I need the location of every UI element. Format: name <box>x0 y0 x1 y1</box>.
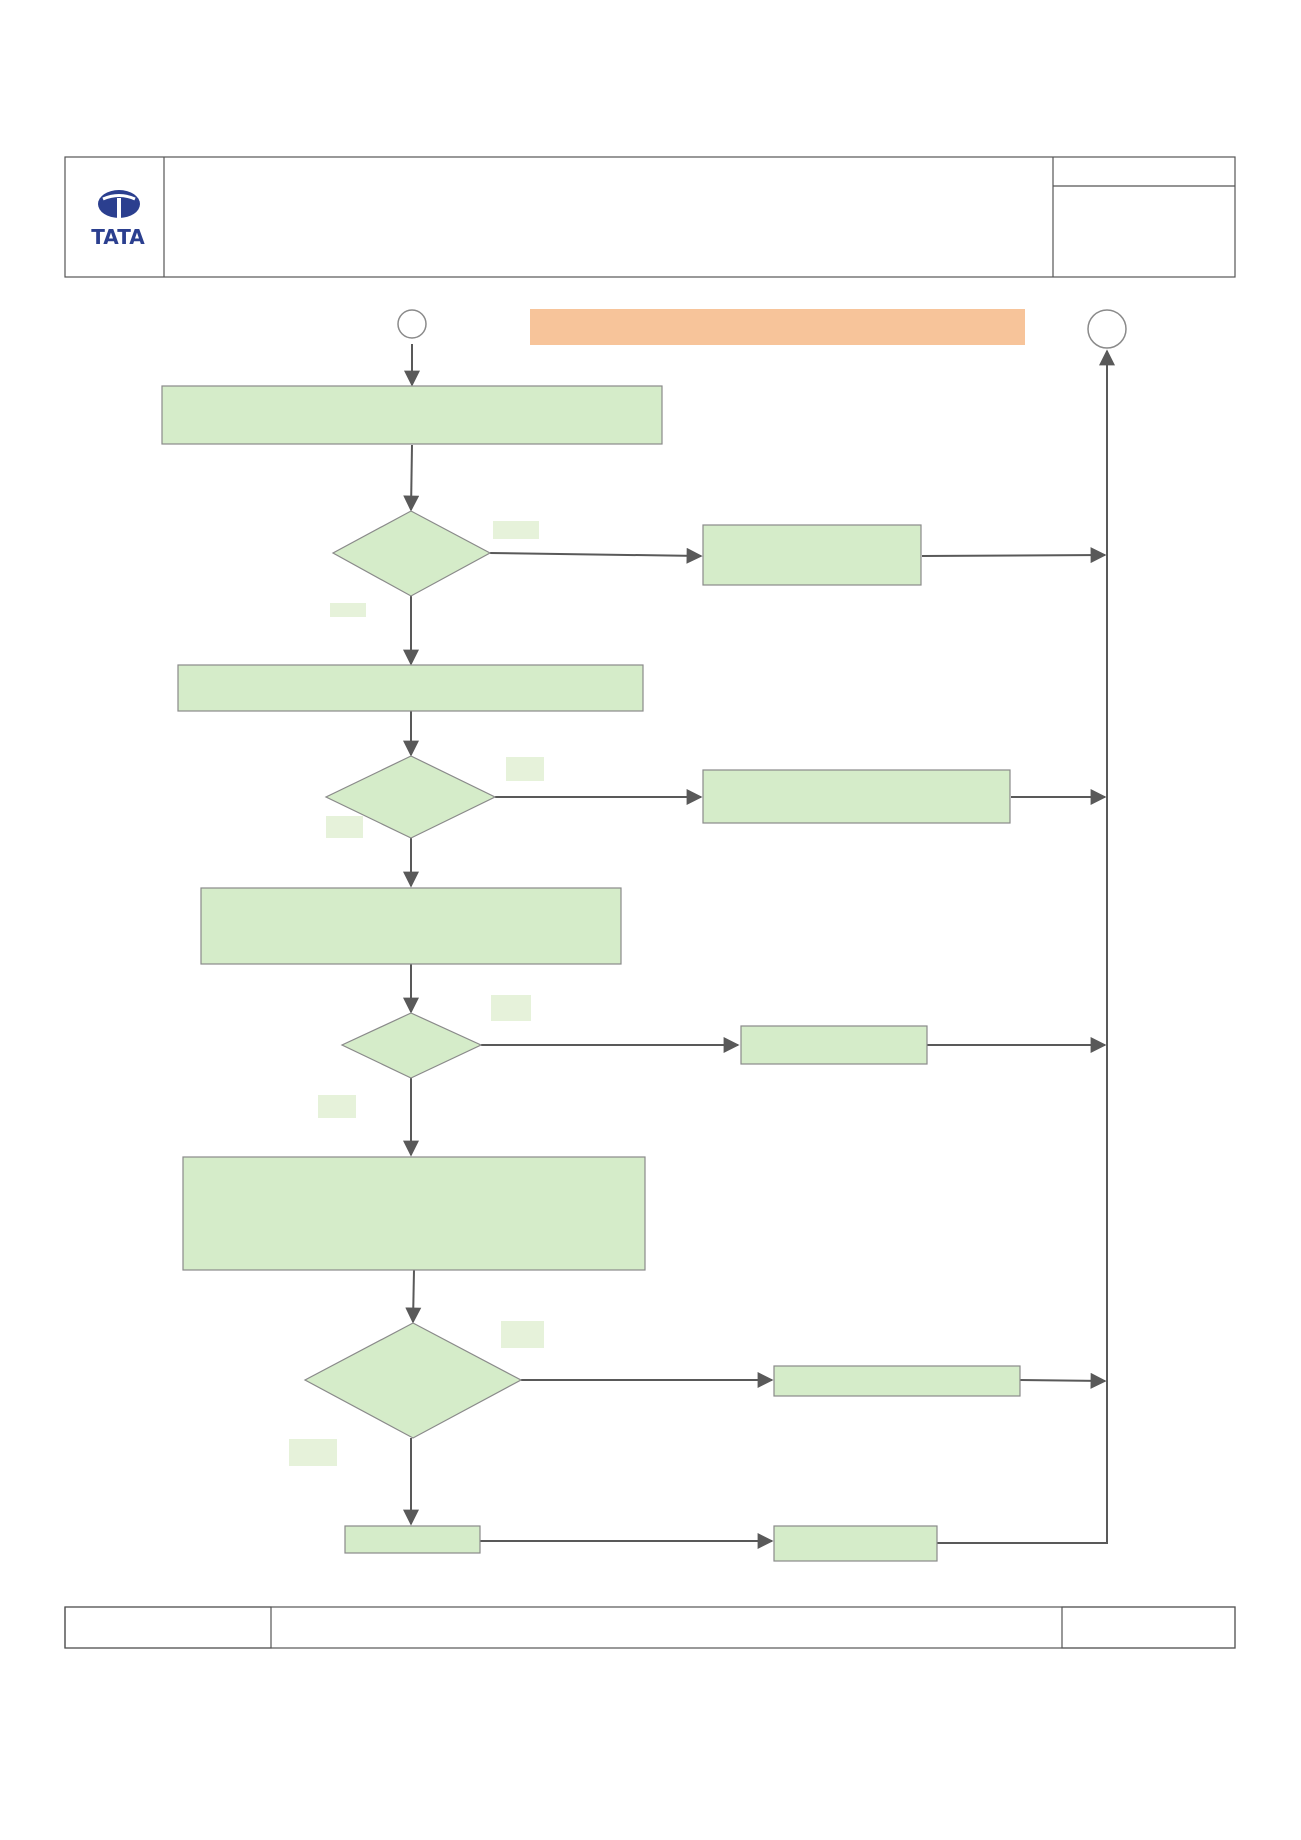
decision-diamond-1 <box>331 510 492 597</box>
connector-return-rail <box>937 349 1115 1544</box>
connectors <box>403 344 1115 1549</box>
footer-frame <box>64 1606 1236 1649</box>
branch-label-3-right <box>491 995 531 1021</box>
footer-right-cell <box>1061 1606 1236 1649</box>
process-box-step-3 <box>200 887 622 965</box>
process-boxes <box>161 385 1021 1562</box>
connector-decision1-outcome1 <box>489 547 703 564</box>
branch-label-4-down <box>289 1439 337 1466</box>
end-node <box>1087 309 1127 349</box>
branch-label-4-right <box>501 1321 544 1348</box>
connector-outcome1-rail <box>921 547 1107 564</box>
process-box-outcome-2 <box>702 769 1011 824</box>
decision-diamonds <box>303 510 523 1439</box>
branch-label-1-right <box>493 521 539 539</box>
process-box-step-1 <box>161 385 663 445</box>
process-box-step-2 <box>177 664 644 712</box>
connector-outcome4-rail <box>1019 1372 1107 1389</box>
decision-diamond-3 <box>340 1012 483 1079</box>
branch-label-1-down <box>330 603 366 617</box>
decision-diamond-2 <box>324 755 497 839</box>
process-box-outcome-4 <box>773 1365 1021 1397</box>
title-banner <box>530 309 1025 345</box>
header-block: TATA <box>64 156 1236 278</box>
connector-step1-decision1 <box>403 444 420 512</box>
process-box-outcome-3 <box>740 1025 928 1065</box>
connector-step4-decision4 <box>405 1269 422 1324</box>
process-box-outcome-5 <box>773 1525 938 1562</box>
process-box-outcome-1 <box>702 524 922 586</box>
branch-label-2-down <box>326 816 363 838</box>
branch-label-3-down <box>318 1095 356 1118</box>
branch-label-2-right <box>506 757 544 781</box>
tata-logo: TATA <box>91 190 145 249</box>
decision-diamond-4 <box>303 1322 523 1439</box>
logo-text: TATA <box>91 225 145 249</box>
process-box-step-4 <box>182 1156 646 1271</box>
start-node <box>397 309 427 339</box>
branch-labels <box>289 521 544 1466</box>
footer-left-cell <box>64 1606 272 1649</box>
process-box-step-5 <box>344 1525 481 1554</box>
footer-block <box>64 1606 1236 1649</box>
header-frame <box>64 156 1236 278</box>
